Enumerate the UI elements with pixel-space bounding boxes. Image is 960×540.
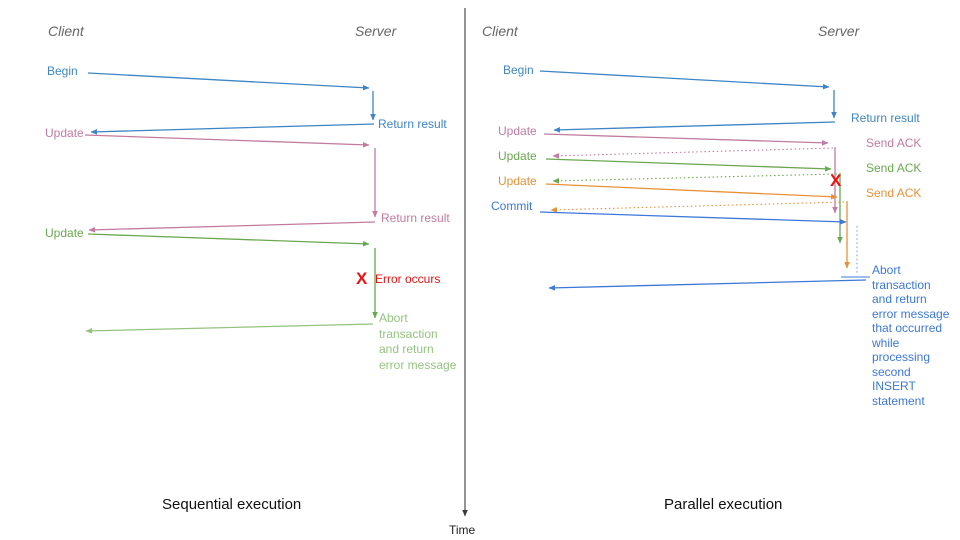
right-ack-3-dotted-arrow (550, 201, 845, 213)
right-return-result-arrow (553, 121, 836, 133)
left-return-result-1-label: Return result (378, 117, 447, 131)
right-return-result-label: Return result (851, 111, 920, 125)
left-abort-message: Abort transaction and return error messa… (379, 311, 457, 372)
right-abort-return-arrow (548, 279, 867, 291)
right-commit-label: Commit (491, 199, 533, 213)
right-client-lane-label: Client (482, 23, 518, 39)
left-begin-label: Begin (47, 64, 78, 78)
right-begin-request-arrow (539, 70, 830, 90)
right-diagram-title: Parallel execution (664, 496, 783, 513)
left-update-2-label: Update (45, 226, 84, 240)
left-error-occurs-label: Error occurs (375, 272, 441, 286)
right-update-1-label: Update (498, 124, 537, 138)
right-update-1-request-arrow (543, 133, 829, 146)
right-send-ack-3-label: Send ACK (866, 186, 922, 200)
right-update-3-label: Update (498, 174, 537, 188)
right-commit-request-arrow (539, 211, 847, 225)
right-send-ack-2-label: Send ACK (866, 161, 922, 175)
right-ack-2-dotted-arrow (552, 173, 838, 184)
left-update-1-request-arrow (84, 134, 370, 148)
left-update-1-label: Update (45, 126, 84, 140)
right-begin-label: Begin (503, 63, 534, 77)
right-ack-1-dotted-arrow (552, 147, 834, 159)
left-return-result-1-arrow (90, 123, 375, 135)
left-begin-request-arrow (87, 72, 370, 91)
right-server-lane-label: Server (818, 23, 860, 39)
left-server-lane-label: Server (355, 23, 397, 39)
right-send-ack-1-label: Send ACK (866, 136, 922, 150)
left-client-lane-label: Client (48, 23, 84, 39)
right-update-3-request-arrow (545, 183, 838, 200)
left-abort-return-arrow (85, 323, 374, 334)
left-update-2-request-arrow (87, 233, 370, 247)
right-update-2-label: Update (498, 149, 537, 163)
right-abort-message: Abort transaction and return error messa… (872, 263, 950, 408)
left-return-result-2-label: Return result (381, 211, 450, 225)
right-update-2-request-arrow (545, 158, 832, 172)
time-axis-label: Time (449, 523, 476, 537)
left-error-x-icon: X (356, 269, 368, 288)
left-diagram-title: Sequential execution (162, 496, 302, 513)
left-return-result-2-arrow (88, 221, 376, 233)
right-error-x-icon: X (830, 171, 842, 190)
